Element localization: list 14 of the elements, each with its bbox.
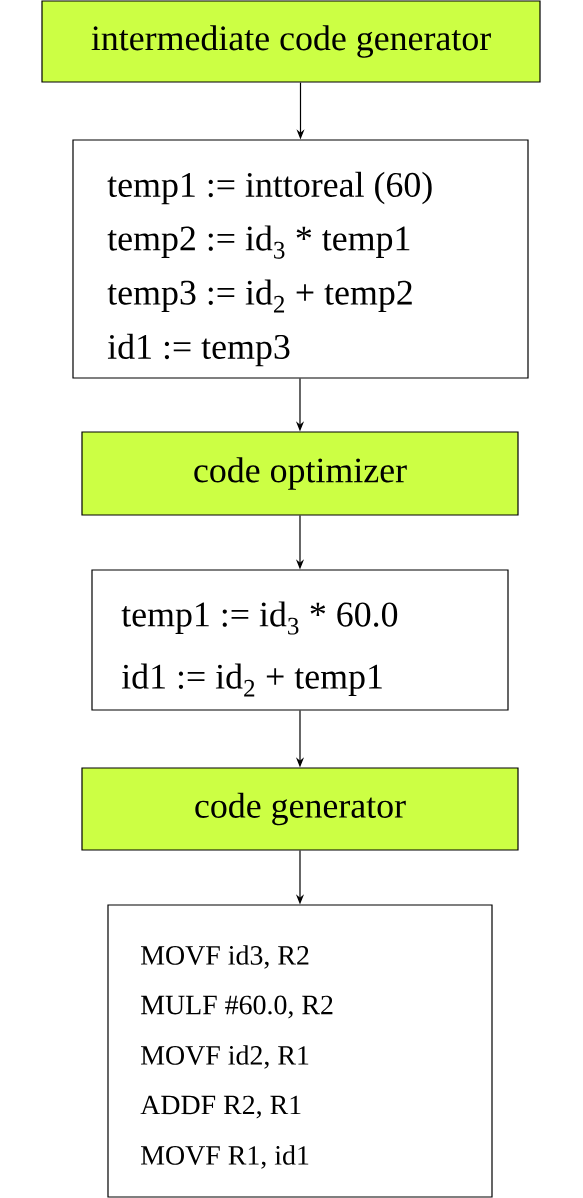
code-line: temp2 := id$_{3}$ * temp1 bbox=[107, 225, 410, 259]
code-line: temp1 := inttoreal (60) bbox=[107, 171, 432, 205]
phase-box: code optimizer bbox=[81, 431, 519, 516]
phase-box: intermediate code generator bbox=[41, 0, 541, 83]
code-line: id1 := temp3 bbox=[107, 333, 290, 367]
code-line: MOVF id3, R2 bbox=[141, 945, 309, 969]
code-line: MOVF id2, R1 bbox=[141, 1045, 309, 1069]
code-line: ADDF R2, R1 bbox=[140, 1095, 301, 1119]
code-line: id1 := id$_{2}$ + temp1 bbox=[121, 663, 382, 697]
code-line: temp3 := id$_{2}$ + temp2 bbox=[107, 279, 412, 313]
phase-box: code generator bbox=[81, 767, 519, 851]
code-line: MOVF R1, id1 bbox=[141, 1145, 309, 1169]
code-line: temp1 := id$_{3}$ * 60.0 bbox=[121, 601, 398, 635]
code-line: MULF #60.0, R2 bbox=[141, 995, 333, 1019]
